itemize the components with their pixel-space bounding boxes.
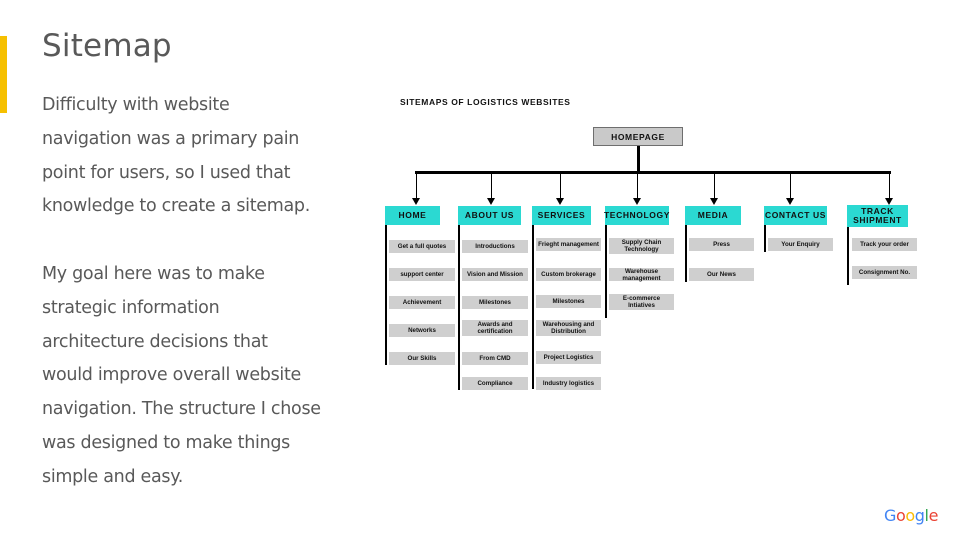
homepage-node: HOMEPAGE xyxy=(593,127,683,146)
stem-services xyxy=(532,225,534,389)
stem-media xyxy=(685,225,687,282)
stem-home xyxy=(385,225,387,365)
google-logo-letter: e xyxy=(928,506,939,525)
page-item: Vision and Mission xyxy=(462,268,528,282)
page-item: Consignment No. xyxy=(852,266,917,280)
goal-paragraph: My goal here was to make strategic infor… xyxy=(42,263,321,487)
connector-track-shipment xyxy=(888,172,890,198)
arrow-contact-us xyxy=(786,198,794,205)
arrow-about-us xyxy=(487,198,495,205)
section-contact-us: CONTACT US xyxy=(764,206,827,225)
root-connector xyxy=(637,146,640,172)
google-logo-letter: o xyxy=(896,506,906,525)
page-item: Awards and certification xyxy=(462,320,528,337)
arrow-technology xyxy=(633,198,641,205)
page-item: Warehouse management xyxy=(609,268,674,282)
section-media: MEDIA xyxy=(685,206,741,225)
section-track-shipment: TRACK SHIPMENT xyxy=(847,205,908,227)
section-about-us: ABOUT US xyxy=(458,206,521,225)
connector-home xyxy=(415,172,417,198)
page-item: Warehousing and Distribution xyxy=(536,320,601,337)
page-item: E-commerce Intiatives xyxy=(609,294,674,311)
section-home: HOME xyxy=(385,206,440,225)
arrow-services xyxy=(556,198,564,205)
google-logo-letter: g xyxy=(914,506,925,525)
arrow-media xyxy=(710,198,718,205)
page-item: Track your order xyxy=(852,238,917,252)
page-item: Achievement xyxy=(389,296,455,310)
google-logo-letter: o xyxy=(905,506,915,525)
arrow-track-shipment xyxy=(885,198,893,205)
page-item: Our Skills xyxy=(389,352,455,366)
page-item: Supply Chain Technology xyxy=(609,238,674,255)
page-item: Frieght management xyxy=(536,238,601,252)
connector-about-us xyxy=(490,172,492,198)
page-item: Milestones xyxy=(536,295,601,309)
stem-technology xyxy=(605,225,607,318)
google-logo-letter: l xyxy=(924,506,929,525)
slide-title: Sitemap xyxy=(42,28,172,64)
horizontal-connector xyxy=(415,171,891,174)
stem-track-shipment xyxy=(847,227,849,285)
page-item: Introductions xyxy=(462,240,528,254)
page-item: From CMD xyxy=(462,352,528,366)
page-item: Networks xyxy=(389,324,455,338)
connector-contact-us xyxy=(789,172,791,198)
page-item: Get a full quotes xyxy=(389,240,455,254)
page-item: Industry logistics xyxy=(536,377,601,391)
stem-contact-us xyxy=(764,225,766,252)
section-technology: TECHNOLOGY xyxy=(604,206,669,225)
page-item: Custom brokerage xyxy=(536,268,601,282)
connector-media xyxy=(713,172,715,198)
stem-about-us xyxy=(458,225,460,390)
intro-paragraph: Difficulty with website navigation was a… xyxy=(42,95,311,217)
page-item: Our News xyxy=(689,268,754,282)
arrow-home xyxy=(412,198,420,205)
page-item: Compliance xyxy=(462,377,528,391)
page-item: support center xyxy=(389,268,455,282)
page-item: Project Logistics xyxy=(536,351,601,365)
diagram-title: SITEMAPS OF LOGISTICS WEBSITES xyxy=(400,97,571,107)
connector-technology xyxy=(636,172,638,198)
body-text: Difficulty with website navigation was a… xyxy=(42,89,322,495)
section-services: SERVICES xyxy=(532,206,591,225)
page-item: Milestones xyxy=(462,296,528,310)
google-logo-letter: G xyxy=(884,506,896,525)
page-item: Your Enquiry xyxy=(768,238,833,252)
connector-services xyxy=(559,172,561,198)
accent-bar xyxy=(0,36,7,113)
page-item: Press xyxy=(689,238,754,252)
google-logo: Google xyxy=(884,506,938,525)
